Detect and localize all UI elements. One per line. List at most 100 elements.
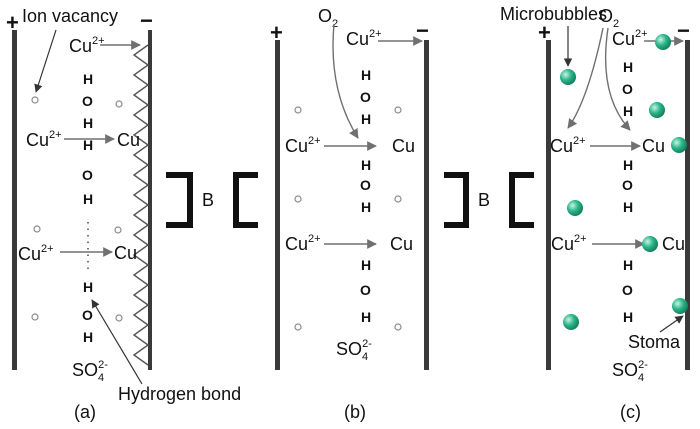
svg-text:H: H — [83, 115, 93, 131]
anode-sign: + — [538, 20, 551, 45]
microbubble — [672, 298, 688, 314]
cu-ion-label: Cu2+ — [285, 233, 321, 254]
microbubble — [642, 236, 658, 252]
ion-vacancy — [294, 323, 302, 331]
closing-bracket — [444, 172, 469, 228]
panel-caption: (b) — [344, 402, 366, 422]
stoma-label: Stoma — [628, 332, 681, 352]
connector-ab: B — [166, 172, 258, 228]
water-chain: H O H — [622, 157, 633, 215]
anode-electrode — [546, 40, 551, 370]
panel-c: + − Microbubbles O2 Cu2+ H O H Cu2+ Cu H… — [500, 4, 690, 422]
cu-ion-label: Cu2+ — [550, 135, 586, 156]
svg-text:H: H — [623, 59, 633, 75]
svg-text:H: H — [83, 191, 93, 207]
connector-label: B — [478, 190, 490, 210]
cathode-deposit-sawtooth — [132, 44, 150, 366]
oxygen-arrow — [567, 27, 604, 129]
water-chain: H O H — [82, 279, 93, 345]
stoma-arrow — [659, 315, 684, 333]
oxygen-arrow — [332, 23, 359, 139]
cathode-sign: − — [416, 18, 429, 43]
ion-vacancy — [394, 323, 402, 331]
svg-text:H: H — [361, 67, 371, 83]
water-chain: H O H — [360, 157, 371, 215]
svg-text:H: H — [83, 279, 93, 295]
svg-text:H: H — [83, 329, 93, 345]
ion-vacancy — [33, 225, 41, 233]
cu-ion-label: Cu2+ — [69, 35, 105, 56]
ion-vacancy — [294, 195, 302, 203]
svg-text:H: H — [623, 257, 633, 273]
sulfate-ion-label: SO42- — [336, 338, 372, 363]
panel-caption: (a) — [74, 402, 96, 422]
svg-text:H: H — [623, 199, 633, 215]
svg-text:O: O — [622, 81, 633, 97]
cathode-electrode — [148, 30, 152, 370]
svg-text:H: H — [623, 157, 633, 173]
svg-text:O: O — [622, 282, 633, 298]
water-chain: H O H — [360, 257, 371, 325]
cu-ion-label: Cu2+ — [18, 243, 54, 264]
oxygen-arrow — [604, 27, 631, 131]
microbubble — [560, 69, 576, 85]
svg-text:H: H — [83, 71, 93, 87]
microbubble — [563, 314, 579, 330]
ion-vacancy — [115, 100, 123, 108]
cu-atom-label: Cu — [117, 130, 140, 150]
cu-ion-label: Cu2+ — [612, 28, 648, 49]
cu-ion-label: Cu2+ — [285, 135, 321, 156]
closing-bracket — [166, 172, 193, 228]
cu-atom-label: Cu — [392, 136, 415, 156]
svg-text:H: H — [83, 137, 93, 153]
anode-electrode — [275, 40, 280, 370]
svg-text:O: O — [82, 93, 93, 109]
cu-atom-label: Cu — [390, 234, 413, 254]
ion-vacancy — [115, 314, 123, 322]
ion-vacancy — [31, 96, 39, 104]
oxygen-label: O2 — [318, 6, 338, 30]
ion-vacancy — [31, 313, 39, 321]
water-chain: H O H H O H — [82, 71, 93, 207]
svg-text:H: H — [361, 257, 371, 273]
ion-vacancy — [394, 195, 402, 203]
panel-a: + − Ion vacancy Cu2+ H O H H O H Cu2+ Cu — [6, 6, 241, 422]
water-chain: H O H — [622, 59, 633, 119]
connector-label: B — [202, 190, 214, 210]
ion-vacancy — [294, 106, 302, 114]
cathode-sign: − — [140, 8, 153, 33]
cu-ion-label: Cu2+ — [26, 129, 62, 150]
cu-ion-label: Cu2+ — [551, 233, 587, 254]
svg-text:O: O — [622, 177, 633, 193]
cathode-sign: − — [677, 18, 690, 43]
anode-sign: + — [6, 10, 19, 35]
svg-text:O: O — [360, 89, 371, 105]
svg-text:H: H — [361, 199, 371, 215]
water-chain: H O H — [622, 257, 633, 325]
microbubble — [655, 34, 671, 50]
ion-vacancy-arrow — [34, 29, 57, 93]
opening-bracket — [509, 172, 534, 228]
ion-vacancy — [114, 226, 122, 234]
svg-text:H: H — [361, 111, 371, 127]
panel-b: + − O2 Cu2+ H O H Cu2+ Cu H O H Cu2+ Cu … — [270, 6, 429, 422]
hydrogen-bond-arrow — [91, 299, 143, 385]
cu-atom-label: Cu — [114, 243, 137, 263]
cathode-electrode — [685, 40, 690, 370]
microbubble — [671, 137, 687, 153]
water-chain: H O H — [360, 67, 371, 127]
svg-text:O: O — [360, 177, 371, 193]
svg-text:H: H — [623, 309, 633, 325]
microbubble — [567, 200, 583, 216]
hydrogen-bond-label: Hydrogen bond — [118, 384, 241, 404]
microbubbles-label: Microbubbles — [500, 4, 607, 24]
microbubble — [649, 102, 665, 118]
opening-bracket — [233, 172, 258, 228]
anode-electrode — [12, 30, 17, 370]
svg-text:H: H — [361, 309, 371, 325]
cu-atom-label: Cu — [642, 136, 665, 156]
cathode-electrode — [424, 40, 429, 370]
ion-vacancy — [394, 106, 402, 114]
svg-text:H: H — [623, 103, 633, 119]
